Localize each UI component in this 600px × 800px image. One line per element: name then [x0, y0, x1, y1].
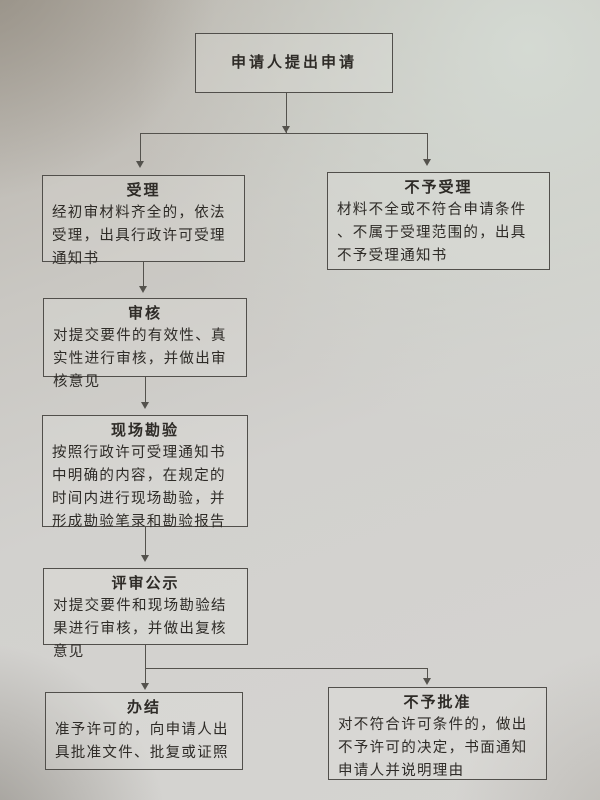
node-body: 按照行政许可受理通知书中明确的内容，在规定的时间内进行现场勘验，并形成勘验笔录和… [52, 445, 226, 530]
node-body: 对提交要件和现场勘验结果进行审核，并做出复核意见 [53, 598, 227, 660]
node-not-approve: 不予批准 对不符合许可条件的，做出不予许可的决定，书面通知申请人并说明理由 [328, 687, 547, 780]
arrowhead-icon [141, 402, 149, 409]
node-body: 材料不全或不符合申请条件 、不属于受理范围的，出具不予受理通知书 [337, 202, 527, 264]
connector-site-public [145, 527, 146, 557]
connector-accept-review [143, 262, 144, 288]
node-title: 审核 [127, 305, 162, 322]
connector-bottom-split [145, 668, 428, 669]
node-body: 对提交要件的有效性、真实性进行审核，并做出审核意见 [53, 328, 227, 390]
node-not-accept: 不予受理 材料不全或不符合申请条件 、不属于受理范围的，出具不予受理通知书 [327, 172, 550, 270]
node-body: 对不符合许可条件的，做出不予许可的决定，书面通知申请人并说明理由 [338, 717, 528, 779]
connector-to-not-approve [427, 668, 428, 679]
node-title: 办结 [126, 699, 161, 716]
arrowhead-icon [423, 678, 431, 685]
connector-to-complete [145, 668, 146, 684]
node-title: 申请人提出申请 [230, 54, 357, 71]
connector-to-not-accept [427, 133, 428, 161]
connector-to-accept [140, 133, 141, 163]
node-review: 审核 对提交要件的有效性、真实性进行审核，并做出审核意见 [43, 298, 247, 390]
node-title: 评审公示 [111, 575, 180, 592]
node-body: 准予许可的，向申请人出具批准文件、批复或证照 [55, 722, 229, 761]
node-title: 现场勘验 [110, 422, 179, 439]
arrowhead-icon [136, 161, 144, 168]
connector-public-down [145, 645, 146, 668]
arrowhead-icon [282, 126, 290, 133]
arrowhead-icon [141, 683, 149, 690]
node-title: 不予受理 [404, 179, 473, 196]
node-body: 经初审材料齐全的，依法受理，出具行政许可受理通知书 [52, 205, 226, 267]
connector-review-site [145, 377, 146, 404]
connector-start-down [286, 93, 287, 133]
arrowhead-icon [423, 159, 431, 166]
node-title: 不予批准 [403, 694, 472, 711]
node-complete: 办结 准予许可的，向申请人出具批准文件、批复或证照 [45, 692, 243, 770]
node-review-publicity: 评审公示 对提交要件和现场勘验结果进行审核，并做出复核意见 [43, 568, 248, 660]
node-title: 受理 [126, 182, 161, 199]
node-applicant-submits: 申请人提出申请 [195, 33, 393, 93]
connector-top-split [140, 133, 428, 134]
arrowhead-icon [139, 286, 147, 293]
node-site-inspection: 现场勘验 按照行政许可受理通知书中明确的内容，在规定的时间内进行现场勘验，并形成… [42, 415, 248, 530]
node-accept: 受理 经初审材料齐全的，依法受理，出具行政许可受理通知书 [42, 175, 245, 267]
arrowhead-icon [141, 555, 149, 562]
